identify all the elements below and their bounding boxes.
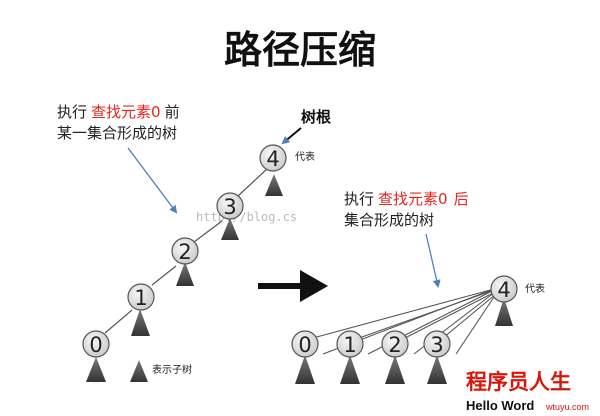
- subtree-triangle: [131, 309, 150, 336]
- node-label: 2: [178, 240, 191, 264]
- transform-arrow: [258, 270, 328, 302]
- after-caption-line2: 集合形成的树: [344, 211, 434, 229]
- before-node-4: 4: [259, 144, 287, 172]
- edge-4-2: [404, 291, 496, 339]
- edge-2-1: [151, 265, 177, 286]
- edge-4-3: [237, 167, 269, 197]
- subtree-triangle: [295, 355, 315, 384]
- root-label: 树根: [301, 108, 331, 126]
- after-node-3: 3: [423, 330, 451, 358]
- edge-1-0: [104, 309, 133, 334]
- node-label: 2: [388, 333, 401, 357]
- root-pointer-arrow: [281, 127, 302, 145]
- node-label: 3: [430, 333, 443, 357]
- after-node-2: 2: [381, 330, 409, 358]
- edge-4-3: [442, 293, 497, 339]
- after-node-4: 4: [490, 275, 518, 303]
- before-caption-arrow: [127, 147, 178, 214]
- logo-english-text: Hello Word: [466, 398, 534, 413]
- subtree-triangle: [427, 355, 447, 384]
- edge-3-2: [193, 220, 223, 243]
- logo-chinese-text: 程序员人生: [466, 370, 571, 394]
- before-caption-line2: 某一集合形成的树: [57, 124, 177, 142]
- logo-url-text: wtuyu.com: [545, 402, 589, 412]
- subtree-triangle: [86, 357, 106, 382]
- site-logo: 程序员人生 Hello Word wtuyu.com: [466, 370, 589, 413]
- after-rep-label: 代表: [525, 282, 545, 295]
- node-label: 0: [298, 333, 311, 357]
- node-label: 4: [266, 147, 279, 171]
- after-subtrees: [295, 298, 513, 384]
- node-label: 4: [497, 278, 510, 302]
- subtree-triangle: [221, 218, 239, 240]
- subtree-legend-triangle: [130, 360, 148, 382]
- before-node-1: 1: [127, 283, 155, 311]
- edge-4-0: [312, 288, 495, 339]
- before-subtrees: [86, 174, 283, 382]
- subtree-triangle: [340, 355, 360, 384]
- before-node-3: 3: [216, 192, 244, 220]
- after-caption-arrow: [425, 233, 441, 288]
- before-node-2: 2: [171, 237, 199, 265]
- before-node-0: 0: [82, 330, 110, 358]
- node-label: 3: [223, 195, 236, 219]
- page-title: 路径压缩: [224, 28, 376, 72]
- edge-4-3-subtree: [455, 293, 497, 355]
- before-rep-label: 代表: [295, 150, 315, 163]
- subtree-triangle: [176, 262, 194, 286]
- subtree-legend-label: 表示子树: [152, 363, 192, 376]
- node-label: 1: [134, 286, 147, 310]
- before-tree-edges: [104, 167, 269, 334]
- node-label: 1: [343, 333, 356, 357]
- after-node-0: 0: [291, 330, 319, 358]
- subtree-triangle: [495, 298, 513, 326]
- subtree-triangle: [265, 174, 283, 196]
- watermark-text: http://blog.cs: [196, 210, 297, 224]
- subtree-triangle: [385, 355, 405, 384]
- node-label: 0: [89, 333, 102, 357]
- edge-4-1: [358, 289, 495, 339]
- after-node-1: 1: [336, 330, 364, 358]
